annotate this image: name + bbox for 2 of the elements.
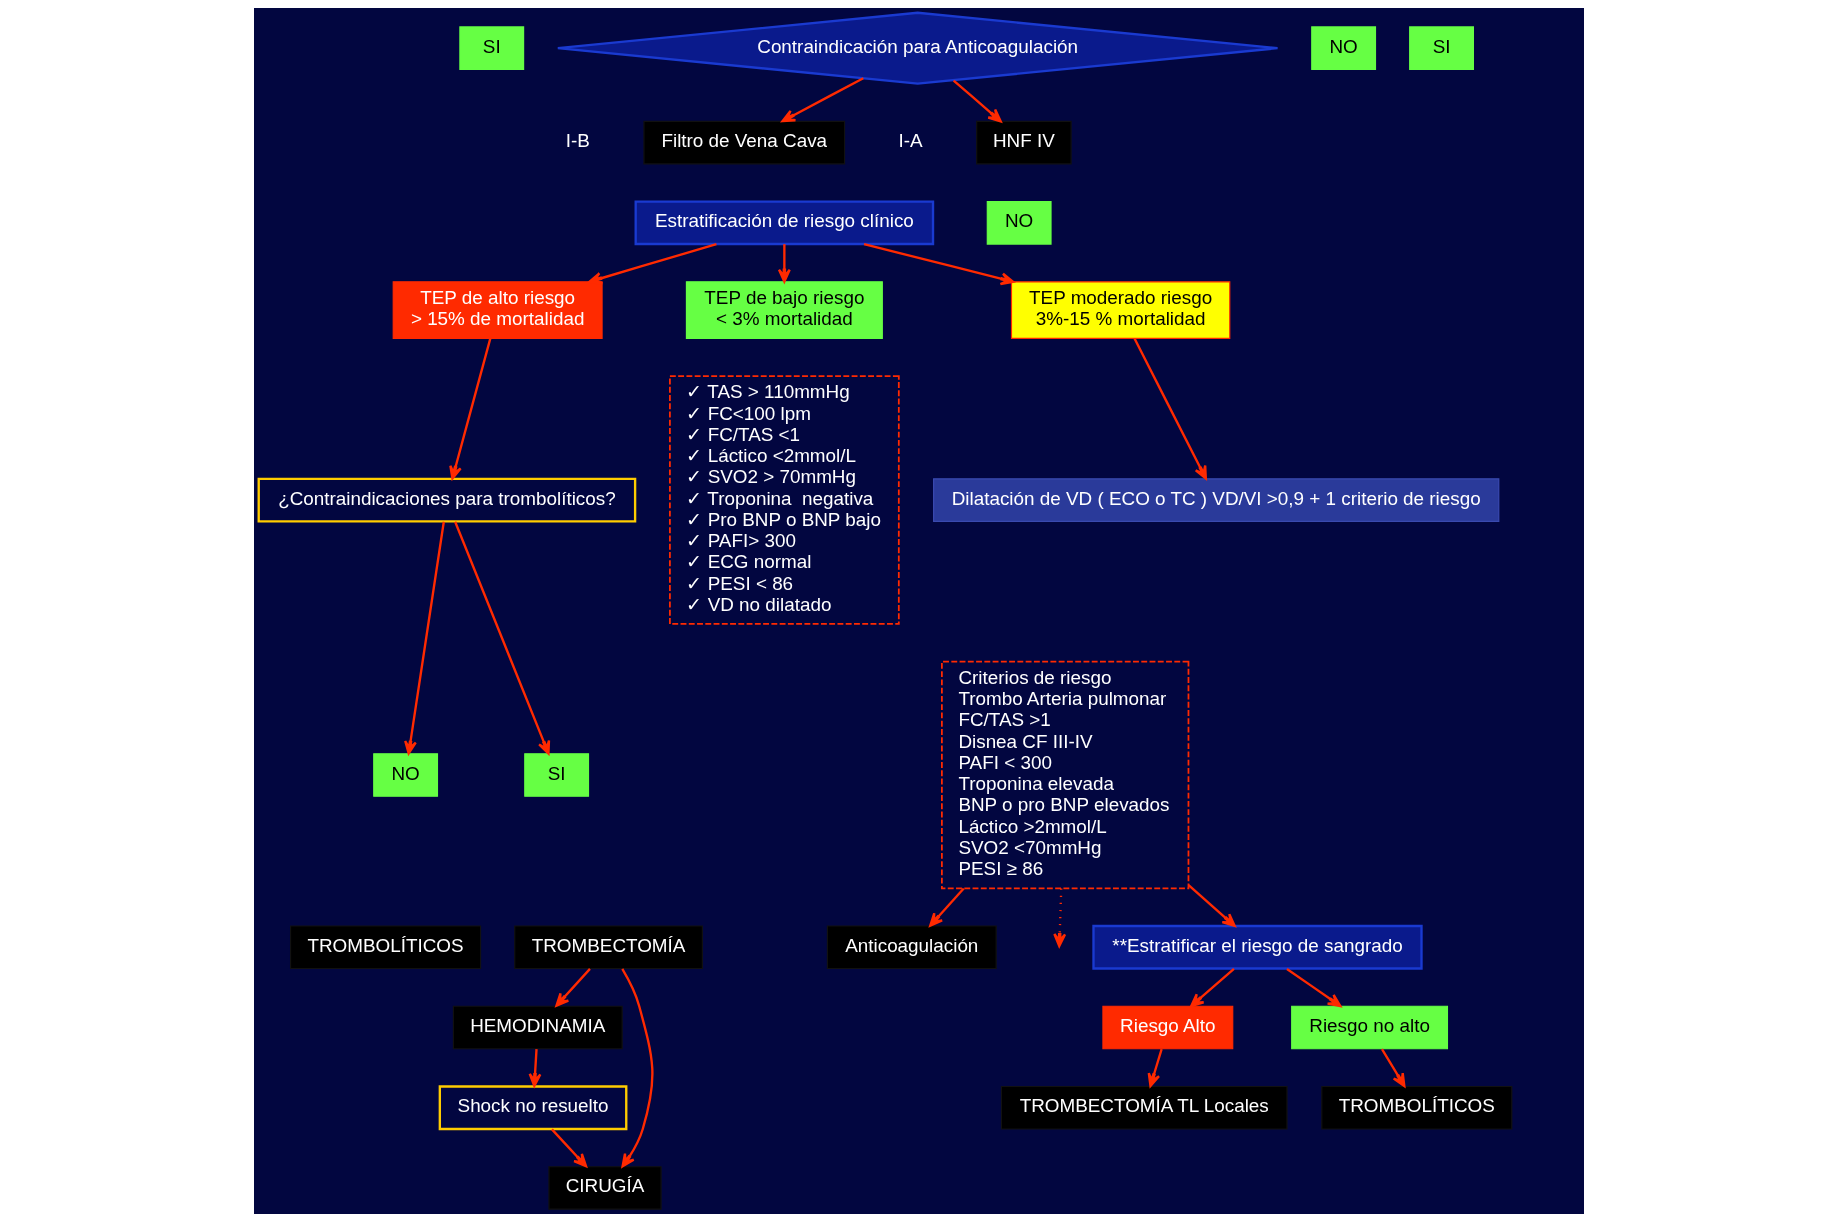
node-label: I-B — [565, 130, 590, 152]
node-label: I-A — [898, 130, 923, 152]
